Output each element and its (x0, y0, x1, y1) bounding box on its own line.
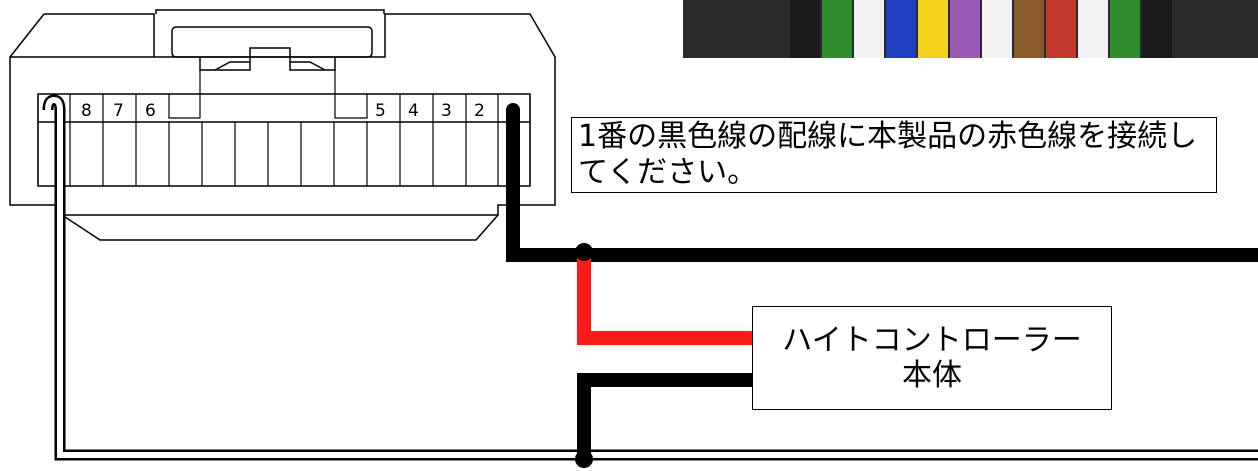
latch-recess (168, 70, 368, 119)
ground-wire (506, 103, 1258, 262)
pin-labels: 8 7 6 5 4 3 2 (81, 101, 485, 121)
pin-label-6: 6 (145, 101, 156, 121)
photo-wire-stripe (1046, 0, 1076, 58)
pin-label-3: 3 (441, 101, 452, 121)
instruction-note: 1番の黒色線の配線に本製品の赤色線を接続してください。 (571, 117, 1217, 193)
wire-harness-photo (683, 0, 1258, 58)
junction-dot-bottom (575, 450, 593, 468)
photo-wire-stripe (950, 0, 980, 58)
unit-label-line1: ハイトコントローラー (782, 323, 1082, 358)
pin-label-7: 7 (113, 101, 124, 121)
signal-wire (42, 94, 1258, 461)
pin-label-8: 8 (81, 101, 92, 121)
connector-cells (37, 70, 531, 186)
pin-label-2: 2 (474, 101, 485, 121)
photo-wire-stripe (790, 0, 820, 58)
photo-wire-stripe (1078, 0, 1108, 58)
photo-wire-stripe (854, 0, 884, 58)
photo-wire-stripe (1142, 0, 1172, 58)
junction-dot-top (575, 243, 593, 261)
photo-wire-stripe (822, 0, 852, 58)
photo-wire-stripe (1014, 0, 1044, 58)
power-wire (577, 255, 752, 345)
photo-wire-stripe (982, 0, 1012, 58)
photo-wire-stripe (918, 0, 948, 58)
unit-ground-wire (577, 373, 752, 460)
unit-label-line2: 本体 (902, 358, 962, 393)
instruction-text: 1番の黒色線の配線に本製品の赤色線を接続してください。 (578, 119, 1198, 190)
pin-label-5: 5 (375, 101, 386, 121)
connector-housing (9, 9, 556, 241)
photo-wire-stripe (886, 0, 916, 58)
pin-label-4: 4 (408, 101, 419, 121)
height-controller-unit: ハイトコントローラー 本体 (752, 306, 1112, 410)
photo-wire-stripe (1110, 0, 1140, 58)
